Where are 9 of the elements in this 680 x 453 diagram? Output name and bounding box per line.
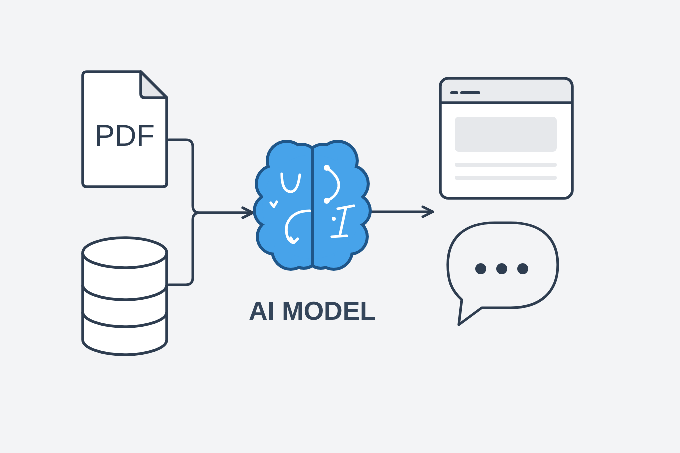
database-cylinder (81, 235, 169, 358)
brain-illustration (253, 140, 372, 271)
connector-arrow (370, 206, 434, 218)
speech-bubble-icon (445, 220, 561, 328)
document-file (81, 70, 169, 189)
browser-window-icon (439, 77, 574, 200)
file-type-label: PDF (95, 122, 155, 152)
model-caption: AI MODEL (248, 298, 376, 324)
connector-arrow (168, 206, 254, 286)
